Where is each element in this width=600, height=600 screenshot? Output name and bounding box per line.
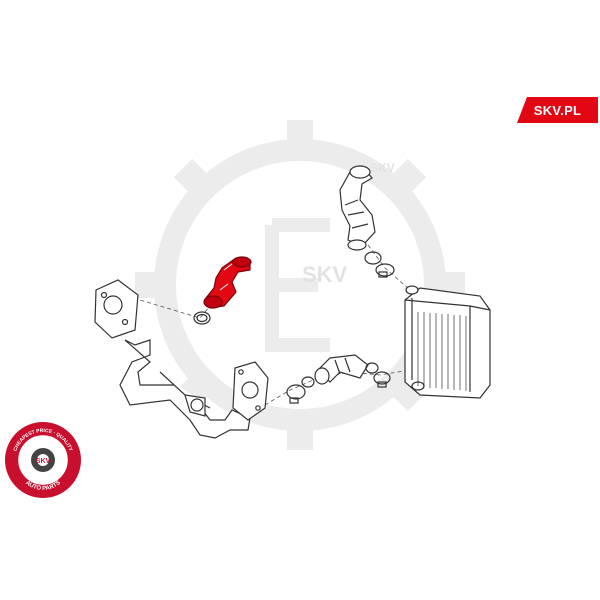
assembly-lines — [119, 244, 411, 406]
hose-clamp-upper — [364, 251, 395, 278]
badge-center-text: SKV — [36, 458, 51, 465]
lower-intercooler-hose — [314, 354, 369, 385]
brand-badge: CHEAPEST PRICE · QUALITY AUTO PARTS SKV — [5, 422, 81, 498]
charge-pipe-assembly — [94, 279, 269, 439]
hose-clamps-lower — [286, 362, 391, 404]
upper-intercooler-hose — [339, 165, 376, 251]
o-ring-left — [193, 311, 211, 325]
badge-gear-icon — [31, 448, 55, 472]
brand-tag: SKV.PL — [517, 97, 598, 123]
watermark-text-small: SKV — [370, 161, 395, 175]
gear-watermark — [135, 120, 465, 450]
watermark-text: SKV — [302, 262, 348, 287]
highlighted-turbo-hose — [203, 256, 252, 309]
intercooler — [404, 285, 491, 399]
